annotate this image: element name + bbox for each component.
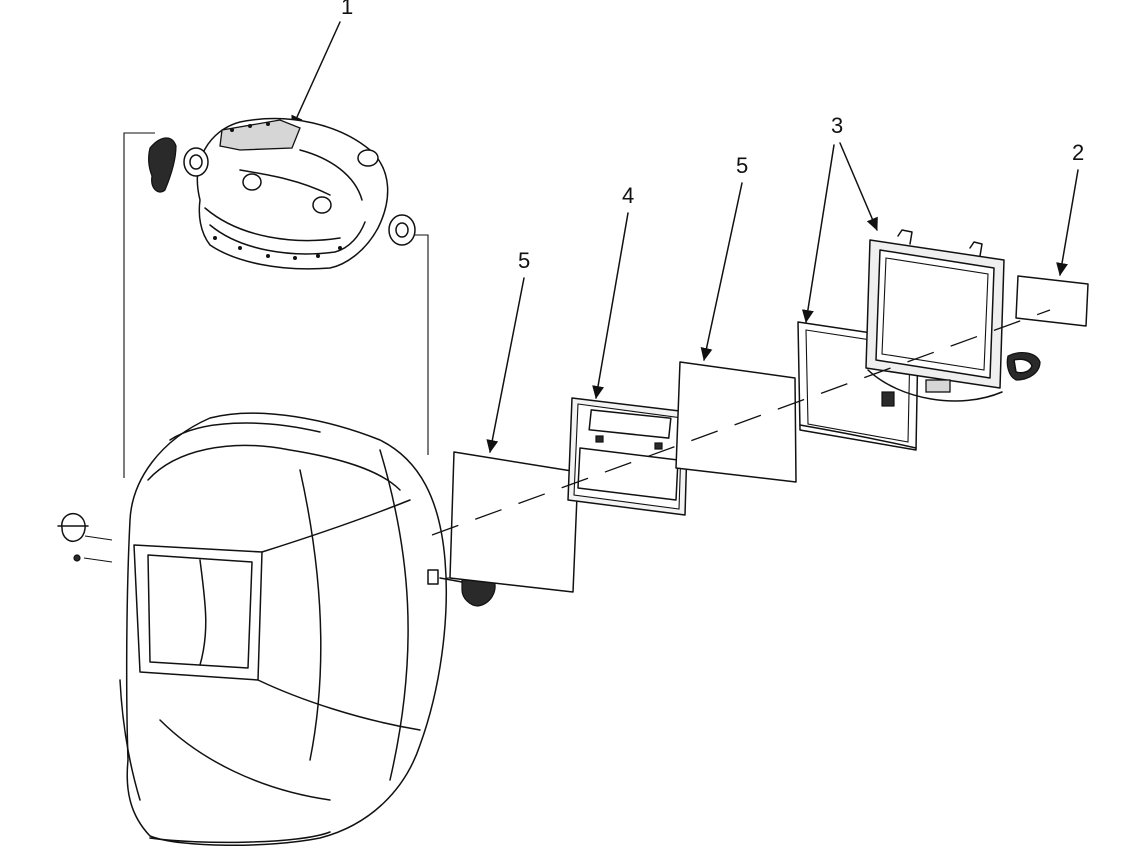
outside-cover-lens [449,451,579,593]
helmet-shell [57,412,496,846]
arrow-4 [592,212,629,399]
arrow-2 [1056,169,1079,276]
clear-inside-lens [675,361,797,483]
arrow-3b [801,144,835,323]
headgear [148,117,416,270]
arrow-3a [839,142,878,231]
callout-label-5-right: 5 [736,153,748,178]
callout-label-5-left: 5 [518,248,530,273]
arrow-5b [700,182,743,361]
optical-axis-line [431,309,1051,536]
arrow-1 [291,21,341,129]
callout-label-2: 2 [1072,140,1084,165]
callout-label-1: 1 [341,0,353,19]
arrow-5a [486,277,525,453]
leader-arrows [291,21,1079,453]
callout-label-3: 3 [831,113,843,138]
lens-holder [567,397,689,516]
callout-label-4: 4 [622,183,634,208]
inside-cover-lens [1015,275,1089,327]
